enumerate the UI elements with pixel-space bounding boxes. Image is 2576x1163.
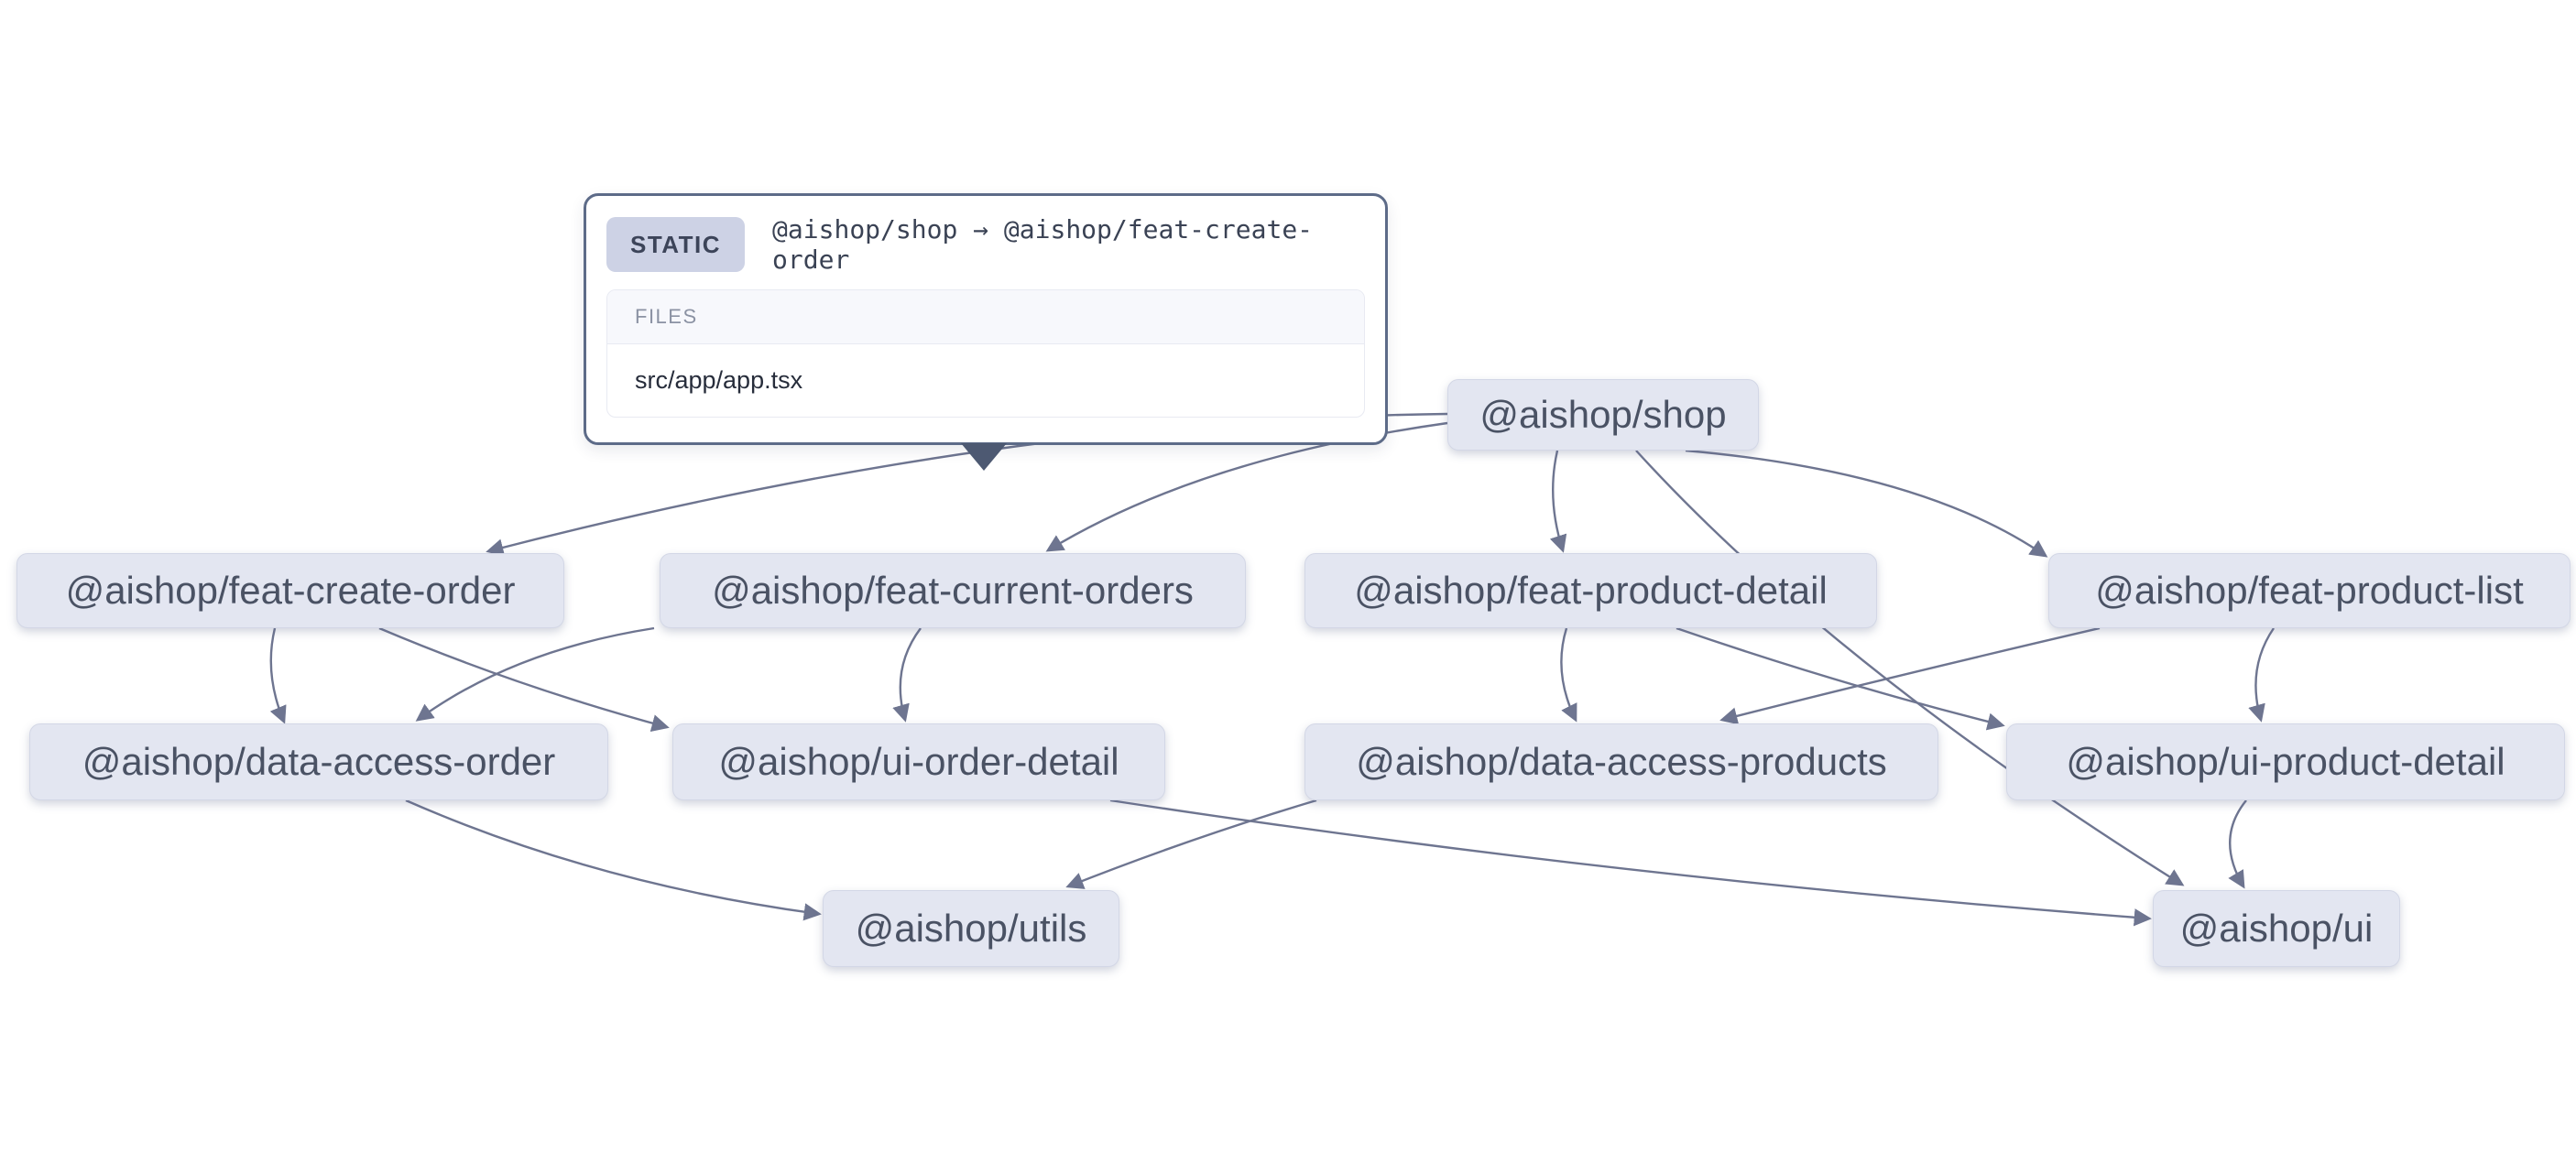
edge-type-badge: STATIC xyxy=(606,217,746,272)
graph-edge-data-access-order-utils[interactable] xyxy=(405,799,822,921)
graph-edge-feat-current-orders-data-access-order[interactable] xyxy=(415,626,655,722)
edge-label: @aishop/shop → @aishop/feat-create-order xyxy=(772,214,1314,275)
graph-edge-ui-order-detail-ui[interactable] xyxy=(1109,799,2152,927)
graph-edge-data-access-products-utils[interactable] xyxy=(1065,799,1317,889)
graph-edge-feat-current-orders-ui-order-detail[interactable] xyxy=(892,627,922,723)
graph-node-ui-order-detail[interactable]: @aishop/ui-order-detail xyxy=(672,723,1165,800)
edge-tooltip: STATIC @aishop/shop → @aishop/feat-creat… xyxy=(584,193,1388,445)
tooltip-header: STATIC @aishop/shop → @aishop/feat-creat… xyxy=(606,214,1365,275)
graph-node-utils[interactable]: @aishop/utils xyxy=(823,890,1119,967)
file-item: src/app/app.tsx xyxy=(635,366,803,394)
graph-node-feat-product-detail[interactable]: @aishop/feat-product-detail xyxy=(1304,553,1877,628)
graph-edge-feat-create-order-data-access-order[interactable] xyxy=(269,627,287,724)
graph-edge-feat-product-detail-ui-product-detail[interactable] xyxy=(1675,626,2005,731)
tooltip-caret-icon xyxy=(961,443,1007,471)
graph-node-ui[interactable]: @aishop/ui xyxy=(2153,890,2400,967)
graph-edge-shop-feat-product-list[interactable] xyxy=(1685,449,2048,558)
graph-edge-feat-product-detail-data-access-products[interactable] xyxy=(1560,627,1577,723)
files-list: src/app/app.tsx xyxy=(607,344,1364,417)
graph-node-data-access-order[interactable]: @aishop/data-access-order xyxy=(29,723,608,800)
graph-edge-feat-product-list-ui-product-detail[interactable] xyxy=(2248,627,2275,723)
graph-edge-shop-ui[interactable] xyxy=(1635,450,2185,886)
files-header: FILES xyxy=(607,290,1364,344)
graph-edge-feat-product-list-data-access-products[interactable] xyxy=(1719,626,2101,725)
graph-node-feat-product-list[interactable]: @aishop/feat-product-list xyxy=(2048,553,2571,628)
graph-node-ui-product-detail[interactable]: @aishop/ui-product-detail xyxy=(2006,723,2565,800)
files-panel: FILES src/app/app.tsx xyxy=(606,289,1365,418)
graph-node-shop[interactable]: @aishop/shop xyxy=(1447,379,1759,451)
graph-node-data-access-products[interactable]: @aishop/data-access-products xyxy=(1304,723,1938,800)
graph-node-feat-create-order[interactable]: @aishop/feat-create-order xyxy=(16,553,564,628)
graph-edge-feat-create-order-ui-order-detail[interactable] xyxy=(378,626,670,733)
graph-edge-shop-feat-product-detail[interactable] xyxy=(1549,450,1567,553)
graph-node-feat-current-orders[interactable]: @aishop/feat-current-orders xyxy=(660,553,1246,628)
graph-edge-ui-product-detail-ui[interactable] xyxy=(2228,799,2247,889)
